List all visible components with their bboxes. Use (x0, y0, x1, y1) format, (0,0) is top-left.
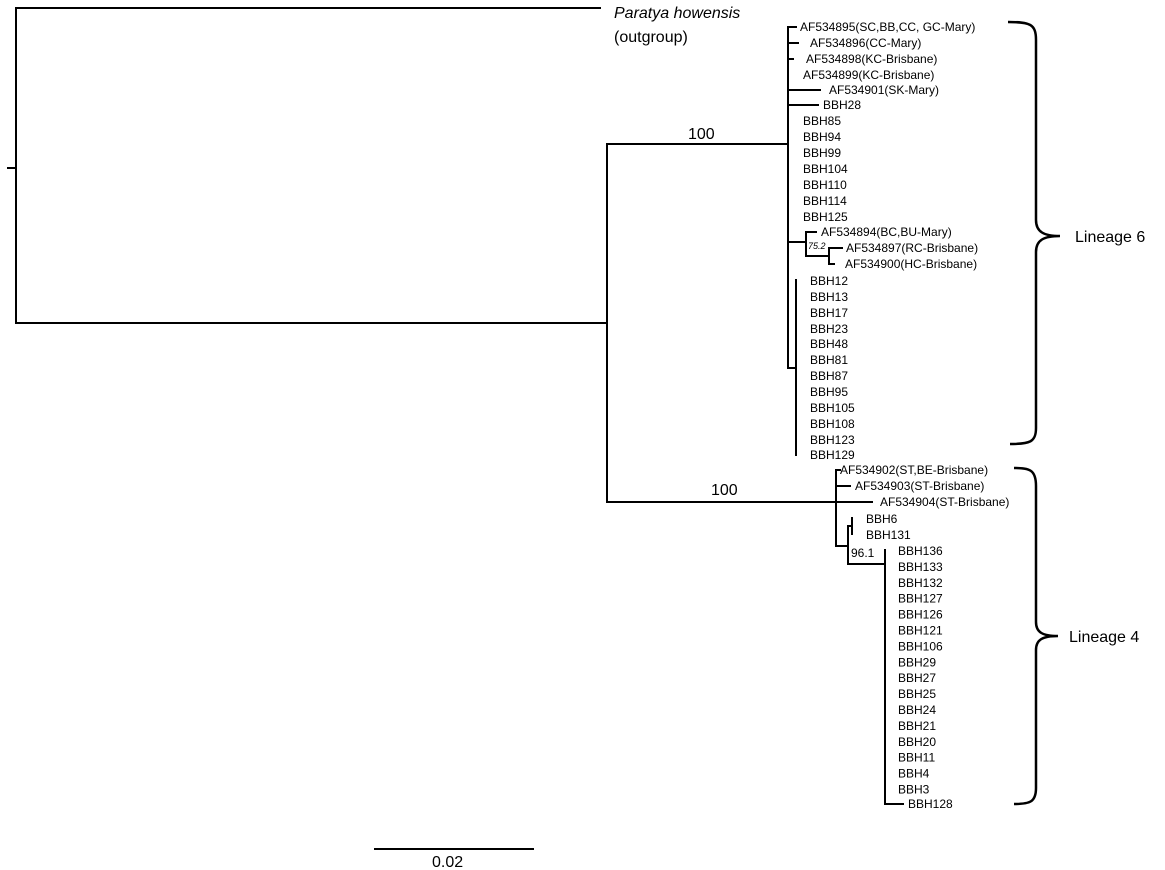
taxon-label: BBH85 (803, 114, 841, 128)
lineage4-top-branches (835, 469, 873, 503)
lineage4-subclade-branches (835, 517, 904, 805)
taxon-label: BBH95 (810, 385, 848, 399)
lineage6-top-taxa: AF534895(SC,BB,CC, GC-Mary) AF534896(CC-M… (800, 20, 975, 224)
taxon-label: AF534903(ST-Brisbane) (855, 479, 984, 493)
taxon-label: BBH126 (898, 608, 943, 622)
taxon-label: AF534904(ST-Brisbane) (880, 495, 1009, 509)
taxon-label: BBH24 (898, 703, 936, 717)
taxon-label: AF534902(ST,BE-Brisbane) (840, 463, 988, 477)
bootstrap-lineage4: 100 (711, 482, 738, 499)
lineage6-label: Lineage 6 (1075, 229, 1145, 246)
taxon-label: BBH29 (898, 655, 936, 669)
taxon-label: BBH132 (898, 576, 943, 590)
taxon-label: BBH129 (810, 448, 855, 462)
taxon-label: BBH28 (823, 98, 861, 112)
taxon-label: BBH110 (803, 178, 847, 192)
lineage6-bbh-branches (787, 279, 797, 456)
taxon-label: BBH136 (898, 544, 943, 558)
taxon-label: BBH27 (898, 671, 936, 685)
lineage4-clade-taxa: BBH136BBH133BBH132BBH127BBH126BBH121BBH1… (898, 544, 953, 811)
bootstrap-sub4: 96.1 (851, 546, 875, 560)
bootstrap-lineage6: 100 (688, 126, 715, 143)
outgroup-name: Paratya howensis (614, 5, 740, 22)
lineage4-label: Lineage 4 (1069, 629, 1139, 646)
taxon-label: BBH20 (898, 735, 936, 749)
taxon-label: BBH108 (810, 417, 855, 431)
taxon-label: BBH123 (810, 433, 855, 447)
taxon-label: BBH23 (810, 322, 848, 336)
lineage4-top-taxa: AF534902(ST,BE-Brisbane) AF534903(ST-Bris… (840, 463, 1009, 509)
taxon-label: BBH21 (898, 719, 936, 733)
taxon-label: AF534894(BC,BU-Mary) (821, 225, 952, 239)
taxon-label: AF534898(KC-Brisbane) (806, 52, 937, 66)
lineage6-subclade-branches (787, 231, 843, 265)
taxon-label: BBH114 (803, 194, 847, 208)
taxon-label: BBH6 (866, 512, 898, 526)
outgroup-note: (outgroup) (614, 29, 688, 46)
taxon-label: BBH3 (898, 783, 930, 797)
taxon-label: BBH11 (898, 751, 935, 765)
lineage4-brace (1013, 466, 1059, 806)
taxon-label: BBH13 (810, 290, 848, 304)
lineage6-bbh-taxa: BBH12BBH13BBH17BBH23BBH48BBH81BBH87BBH95… (810, 274, 855, 462)
taxon-label: BBH125 (803, 210, 848, 224)
taxon-label: AF534899(KC-Brisbane) (803, 68, 934, 82)
taxon-label: BBH106 (898, 639, 943, 653)
taxon-label: AF534896(CC-Mary) (810, 36, 921, 50)
taxon-label: AF534897(RC-Brisbane) (846, 241, 978, 255)
taxon-label: BBH81 (810, 353, 848, 367)
taxon-label: BBH87 (810, 369, 848, 383)
taxon-label: BBH133 (898, 560, 943, 574)
taxon-label: BBH99 (803, 146, 841, 160)
taxon-label: BBH12 (810, 274, 848, 288)
taxon-label: BBH105 (810, 401, 855, 415)
taxon-label: BBH25 (898, 687, 936, 701)
taxon-label: AF534900(HC-Brisbane) (845, 257, 977, 271)
taxon-label: AF534895(SC,BB,CC, GC-Mary) (800, 20, 975, 34)
taxon-label: BBH94 (803, 130, 841, 144)
lineage6-subclade-taxa: AF534894(BC,BU-Mary) AF534897(RC-Brisbane… (821, 225, 978, 271)
taxon-label: BBH104 (803, 162, 848, 176)
taxon-label: BBH4 (898, 767, 930, 781)
scale-bar-label: 0.02 (432, 854, 463, 870)
taxon-label: BBH48 (810, 337, 848, 351)
lineage6-brace (1007, 20, 1061, 446)
taxon-label: BBH17 (810, 306, 848, 320)
taxon-label: AF534901(SK-Mary) (829, 83, 939, 97)
lineage6-top-branches (787, 26, 821, 106)
taxon-label: BBH127 (898, 592, 943, 606)
taxon-label: BBH121 (898, 624, 943, 638)
bootstrap-sub6: 75.2 (808, 241, 826, 251)
taxon-label: BBH131 (866, 528, 911, 542)
taxon-label: BBH128 (908, 797, 953, 811)
